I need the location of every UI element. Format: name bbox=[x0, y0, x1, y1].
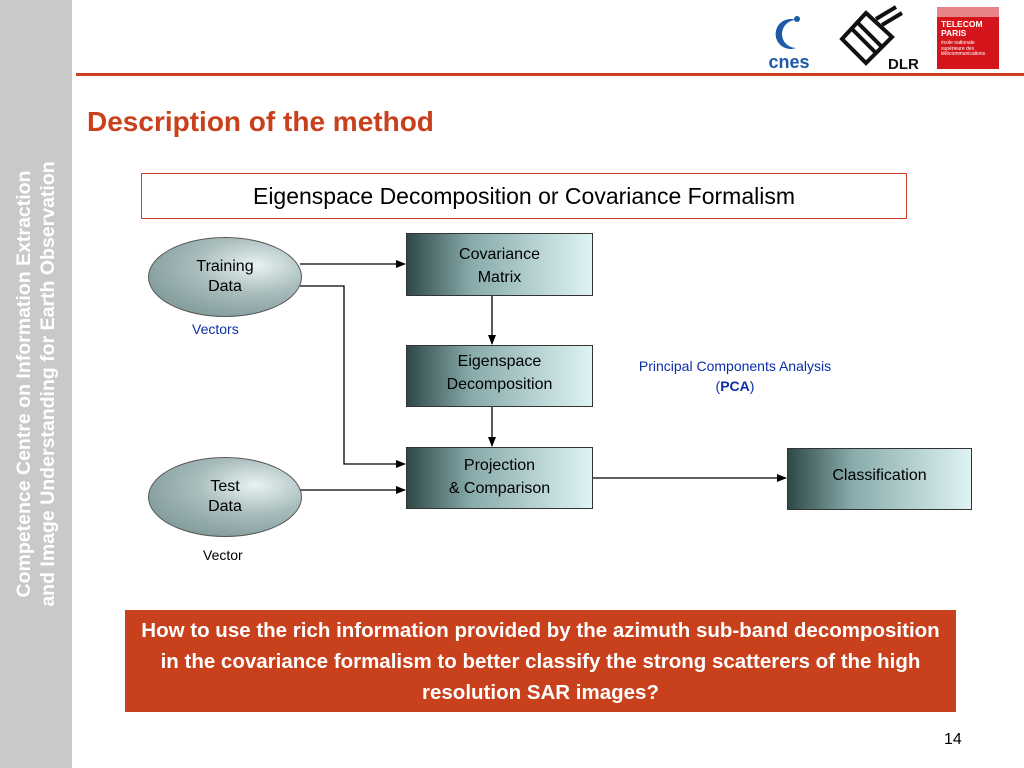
training-data-line1: Training bbox=[196, 258, 254, 275]
pca-open-paren: ( bbox=[715, 378, 721, 394]
telecom-logo-title: TELECOM PARIS bbox=[941, 19, 983, 38]
pca-line1: Principal Components Analysis bbox=[638, 358, 832, 374]
telecom-paris-logo: TELECOM PARIS école nationale supérieure… bbox=[937, 7, 999, 69]
classification-node: Classification bbox=[787, 448, 972, 510]
page-number: 14 bbox=[944, 731, 962, 748]
cnes-logo-text: cnes bbox=[768, 52, 809, 72]
eigenspace-decomposition-node: Eigenspace Decomposition bbox=[406, 345, 593, 407]
test-data-line2: Data bbox=[208, 498, 242, 515]
covariance-line2: Matrix bbox=[477, 269, 522, 286]
cnes-logo-graphic: cnes bbox=[768, 16, 810, 72]
pca-annotation: Principal Components Analysis (PCA) bbox=[600, 356, 870, 396]
test-data-line1: Test bbox=[210, 478, 240, 495]
sidebar-band: Competence Centre on Information Extract… bbox=[0, 0, 72, 768]
projection-line2: & Comparison bbox=[448, 480, 551, 497]
research-question-box: How to use the rich information provided… bbox=[125, 610, 956, 712]
research-question-text: How to use the rich information provided… bbox=[141, 618, 940, 704]
cnes-logo: cnes bbox=[756, 6, 822, 72]
eigenspace-line1: Eigenspace bbox=[457, 353, 542, 370]
training-data-node: Training Data bbox=[148, 237, 302, 317]
formalism-box: Eigenspace Decomposition or Covariance F… bbox=[141, 173, 907, 219]
training-data-line2: Data bbox=[208, 278, 242, 295]
dlr-logo-text: DLR bbox=[888, 56, 919, 73]
arrow-training-to-projection bbox=[300, 285, 406, 468]
telecom-logo-subtitle: école nationale supérieure des télécommu… bbox=[941, 40, 986, 57]
test-data-node: Test Data bbox=[148, 457, 302, 537]
slide-title: Description of the method bbox=[87, 106, 434, 137]
pca-abbreviation: PCA bbox=[720, 378, 750, 394]
test-vector-label: Vector bbox=[203, 547, 243, 563]
dlr-logo-graphic: DLR bbox=[839, 5, 919, 73]
formalism-text: Eigenspace Decomposition or Covariance F… bbox=[252, 182, 795, 209]
telecom-logo-band bbox=[937, 7, 999, 17]
covariance-matrix-node: Covariance Matrix bbox=[406, 233, 593, 296]
pca-close-paren: ) bbox=[749, 378, 755, 394]
training-vectors-label: Vectors bbox=[192, 321, 239, 337]
dlr-logo: DLR bbox=[836, 5, 920, 73]
classification-label: Classification bbox=[832, 467, 927, 484]
pca-line2: (PCA) bbox=[600, 376, 870, 396]
projection-comparison-node: Projection & Comparison bbox=[406, 447, 593, 509]
header-divider bbox=[76, 73, 1024, 76]
covariance-line1: Covariance bbox=[459, 246, 540, 263]
eigenspace-line2: Decomposition bbox=[446, 376, 553, 393]
projection-line1: Projection bbox=[463, 457, 536, 474]
